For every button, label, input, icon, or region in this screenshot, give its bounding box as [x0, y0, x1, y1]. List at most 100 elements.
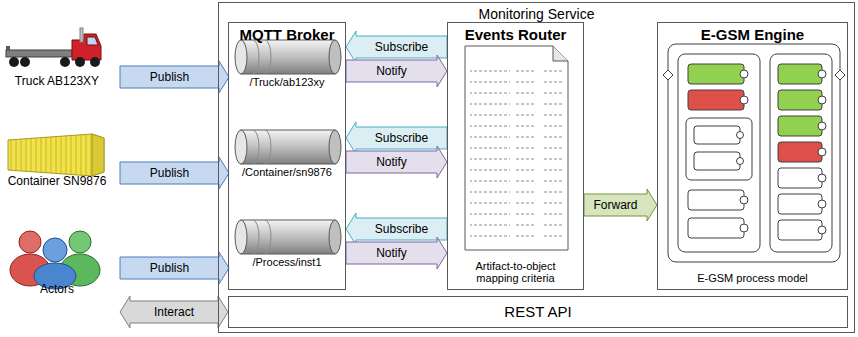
stage-idle	[778, 168, 822, 188]
wheel	[20, 57, 30, 67]
arrow-label: Forward	[593, 199, 637, 211]
engine-box: E-GSM EngineE-GSM process model	[657, 22, 848, 290]
wheel	[9, 57, 19, 67]
cylinder-side	[241, 40, 335, 74]
stage-idle	[694, 126, 740, 144]
actor-box: Actors	[2, 222, 112, 300]
block-arrow	[346, 213, 447, 245]
stage-idle	[778, 194, 822, 214]
stage-done	[778, 90, 822, 110]
topic-cylinder	[235, 40, 341, 74]
container-body	[8, 134, 104, 176]
block-arrow	[584, 189, 657, 221]
node-title: MQTT Broker	[239, 26, 334, 43]
node-title: Events Router	[465, 26, 567, 43]
arrow-label: Publish	[150, 167, 189, 179]
arrow-label: Subscribe	[375, 132, 428, 144]
wheel	[60, 57, 70, 67]
node-title: Monitoring Service	[479, 6, 595, 22]
cab-window	[87, 37, 98, 45]
cylinder-end	[235, 220, 247, 254]
person-head	[69, 231, 91, 253]
cylinder-side	[241, 220, 335, 254]
cylinder-ring	[253, 40, 271, 74]
node-title: Truck AB123XY	[15, 75, 99, 89]
process-model	[663, 44, 845, 262]
document-fold	[553, 46, 568, 61]
api-bar: REST API	[228, 296, 848, 328]
block-arrow	[120, 157, 229, 189]
stage-idle	[688, 190, 744, 210]
block-arrow	[346, 122, 447, 154]
milestone-dots	[737, 70, 827, 234]
stage-idle	[778, 220, 822, 240]
stage-faulty	[688, 90, 744, 110]
arrow-label: Subscribe	[375, 41, 428, 53]
person-head	[43, 238, 67, 262]
model-stage-group	[770, 54, 832, 252]
stage-composite	[686, 118, 752, 180]
trailer-post	[6, 46, 10, 51]
topic-queue: /Truck/ab123xy	[229, 38, 345, 92]
block-arrow	[346, 55, 447, 87]
device-box: Truck AB123XY	[2, 30, 112, 92]
block-arrow	[120, 296, 228, 328]
stage-done	[778, 64, 822, 84]
container-end	[92, 134, 104, 176]
block-arrow	[346, 237, 447, 269]
trailer-bed	[6, 50, 72, 57]
document-page	[465, 46, 568, 250]
block-arrow	[120, 252, 229, 284]
node-title: Actors	[40, 283, 74, 297]
node-title: E-GSM Engine	[701, 26, 804, 43]
cylinder-end	[329, 220, 341, 254]
stage-faulty	[778, 142, 822, 162]
stage-done	[778, 116, 822, 136]
document-lines	[470, 64, 562, 244]
model-stage-group	[678, 54, 760, 252]
router-box: Events RouterArtifact-to-object mapping …	[447, 22, 584, 290]
cylinder-end	[235, 130, 247, 164]
arrow-label: Interact	[154, 306, 194, 318]
exhaust-stack	[80, 28, 83, 42]
arrow-label: Publish	[150, 262, 189, 274]
cylinder-ring	[253, 220, 271, 254]
container-illustration	[8, 134, 104, 176]
block-arrow	[120, 61, 229, 93]
node-caption: E-GSM process model	[697, 272, 808, 285]
arrow-label: Notify	[376, 156, 407, 168]
node-title: /Process/inst1	[252, 256, 321, 269]
topic-cylinder	[235, 130, 341, 164]
arrow-label: Notify	[376, 65, 407, 77]
stage-idle	[694, 152, 740, 170]
node-title: /Truck/ab123xy	[250, 76, 325, 89]
block-arrow	[346, 146, 447, 178]
stage-idle	[688, 218, 744, 238]
node-title: /Container/sn9876	[242, 166, 332, 179]
topic-cylinder	[235, 220, 341, 254]
service-boundary: Monitoring ServiceMQTT Broker/Truck/ab12…	[218, 2, 855, 333]
stage-done	[688, 64, 744, 84]
wheel	[90, 57, 100, 67]
arrow-label: Publish	[150, 71, 189, 83]
person-head	[19, 231, 41, 253]
node-caption: Artifact-to-object mapping criteria	[457, 260, 575, 285]
truck-illustration	[6, 28, 101, 67]
block-arrow	[346, 31, 447, 63]
actors-illustration	[10, 231, 100, 289]
cylinder-end	[329, 40, 341, 74]
cylinder-side	[241, 130, 335, 164]
cylinder-ring	[253, 130, 271, 164]
arrow-label: Notify	[376, 247, 407, 259]
model-frame	[668, 44, 840, 262]
node-title: Container SN9876	[8, 175, 107, 189]
truck-cab	[72, 34, 101, 60]
device-box: Container SN9876	[2, 128, 112, 192]
wheel	[75, 57, 85, 67]
node-title: REST API	[504, 303, 571, 320]
topic-queue: /Process/inst1	[229, 218, 345, 272]
mapping-document	[465, 46, 568, 250]
